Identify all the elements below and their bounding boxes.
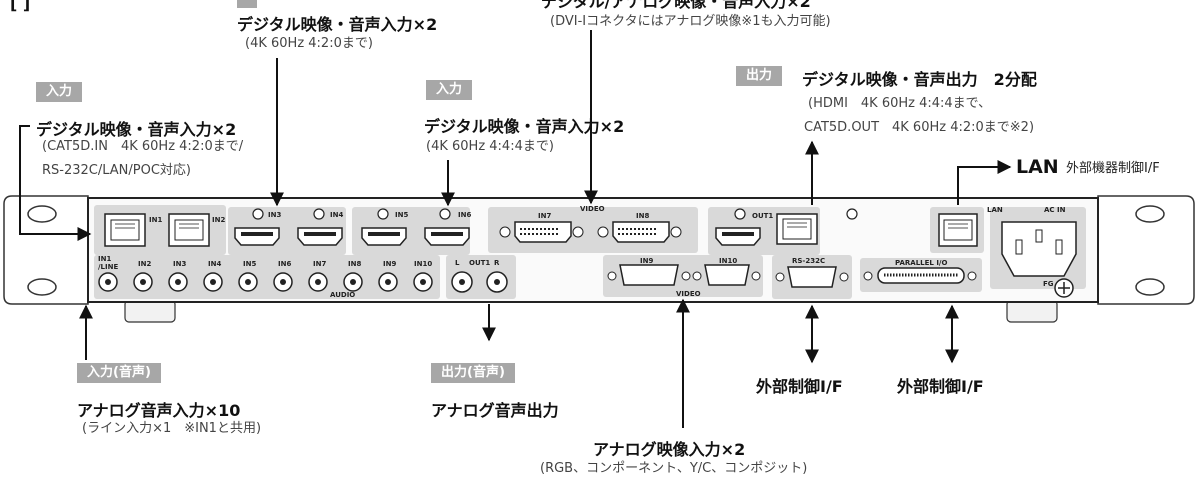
panel-label-out1: OUT1 <box>752 212 773 220</box>
panel-label-audio-in: IN8 <box>348 260 361 268</box>
panel-label-in3: IN3 <box>268 211 281 219</box>
sub-analog-video: (RGB、コンポーネント、Y/C、コンポジット) <box>540 461 808 476</box>
sub-cat5-1: (CAT5D.IN 4K 60Hz 4:2:0まで/ <box>42 139 244 154</box>
panel-label-in1-line: /LINE <box>98 263 118 271</box>
rj45-port-icon <box>168 213 210 247</box>
panel-label-in10: IN10 <box>719 257 737 265</box>
panel-label-audio-in: IN2 <box>138 260 151 268</box>
panel-label-in5: IN5 <box>395 211 408 219</box>
rj45-port-icon <box>104 213 146 247</box>
rs232c-port-icon <box>775 266 849 288</box>
badge-audio-out: 出力(音声) <box>431 363 515 383</box>
foot-left <box>124 299 176 323</box>
rj45-port-icon <box>776 213 818 245</box>
dvi-port-icon <box>499 221 682 243</box>
title-dvi: デジタル/アナログ映像・音声入力×2 <box>541 0 811 11</box>
hdmi-pin-row <box>241 232 754 236</box>
title-lan: LAN <box>1016 156 1059 178</box>
title-audio-in: アナログ音声入力×10 <box>77 401 241 420</box>
sub-audio-in: (ライン入力×1 ※IN1と共用) <box>82 421 262 436</box>
panel-label-fg: FG <box>1043 280 1054 288</box>
sub-out-2: CAT5D.OUT 4K 60Hz 4:2:0まで※2) <box>804 120 1035 135</box>
parallel-port-icon <box>863 267 977 284</box>
ac-inlet-icon <box>1001 221 1077 277</box>
title-audio-out: アナログ音声出力 <box>431 401 559 420</box>
panel-label-audio-in: IN4 <box>208 260 221 268</box>
title-cat5: デジタル映像・音声入力×2 <box>36 120 237 139</box>
ground-screw-icon <box>1054 278 1074 298</box>
vga-port-icon <box>607 264 761 286</box>
panel-label-audio-in: IN6 <box>278 260 291 268</box>
foot-right <box>1006 299 1058 323</box>
rack-hole-icon <box>1135 278 1165 296</box>
panel-label-video-bottom: VIDEO <box>676 290 701 298</box>
rack-hole-icon <box>27 205 57 223</box>
panel-label-audio-in: IN9 <box>383 260 396 268</box>
rack-ear-right <box>1097 195 1195 305</box>
panel-label-in1: IN1 <box>149 216 162 224</box>
panel-label-audio-in: IN10 <box>414 260 432 268</box>
callout-connectors <box>19 30 1012 428</box>
panel-label-in6: IN6 <box>458 211 471 219</box>
panel-label-acin: AC IN <box>1044 206 1066 214</box>
badge-cat5: 入力 <box>36 82 83 102</box>
badge-hdmi-b: 入力 <box>426 80 473 100</box>
sub-out-1: (HDMI 4K 60Hz 4:4:4まで、 <box>808 96 992 111</box>
rj45-port-icon <box>938 213 978 247</box>
screw-icon <box>252 208 858 220</box>
top-left-bracket: [ ] <box>10 0 31 13</box>
sub-hdmi-b: (4K 60Hz 4:4:4まで) <box>426 139 554 154</box>
panel-label-in9: IN9 <box>640 257 653 265</box>
panel-label-out1-audio: OUT1 <box>469 259 490 267</box>
panel-label-audio-in: IN5 <box>243 260 256 268</box>
panel-label-audio: AUDIO <box>330 291 355 299</box>
panel-label-rs232c: RS-232C <box>792 257 825 265</box>
title-rs232c: 外部制御I/F <box>756 377 843 396</box>
sub-cat5-2: RS-232C/LAN/POC対応) <box>42 163 192 178</box>
rack-hole-icon <box>27 278 57 296</box>
title-hdmi-a: デジタル映像・音声入力×2 <box>237 15 438 34</box>
badge-hdmi-a <box>237 0 257 8</box>
panel-label-out-l: L <box>455 259 460 267</box>
title-out: デジタル映像・音声出力 2分配 <box>802 70 1037 89</box>
badge-audio-in: 入力(音声) <box>77 363 161 383</box>
rack-ear-left <box>3 195 89 305</box>
rack-hole-icon <box>1135 205 1165 223</box>
panel-label-in7: IN7 <box>538 212 551 220</box>
panel-label-in8: IN8 <box>636 212 649 220</box>
rca-center-pin <box>105 279 500 285</box>
panel-label-in2: IN2 <box>212 216 225 224</box>
sub-lan: 外部機器制御I/F <box>1066 161 1160 176</box>
panel-label-video-top: VIDEO <box>580 205 605 213</box>
sub-hdmi-a: (4K 60Hz 4:2:0まで) <box>245 36 373 51</box>
panel-label-lan: LAN <box>987 206 1003 214</box>
panel-label-out-r: R <box>494 259 500 267</box>
panel-label-audio-in: IN7 <box>313 260 326 268</box>
panel-label-parallel: PARALLEL I/O <box>895 259 947 267</box>
title-analog-video: アナログ映像入力×2 <box>593 440 746 459</box>
panel-label-audio-in: IN3 <box>173 260 186 268</box>
sub-dvi: (DVI-Iコネクタにはアナログ映像※1も入力可能) <box>550 14 831 29</box>
badge-out: 出力 <box>736 66 783 86</box>
title-hdmi-b: デジタル映像・音声入力×2 <box>424 117 625 136</box>
panel-label-in4: IN4 <box>330 211 343 219</box>
title-parallel: 外部制御I/F <box>897 377 984 396</box>
panel-label-in1-line: IN1 <box>98 255 111 263</box>
